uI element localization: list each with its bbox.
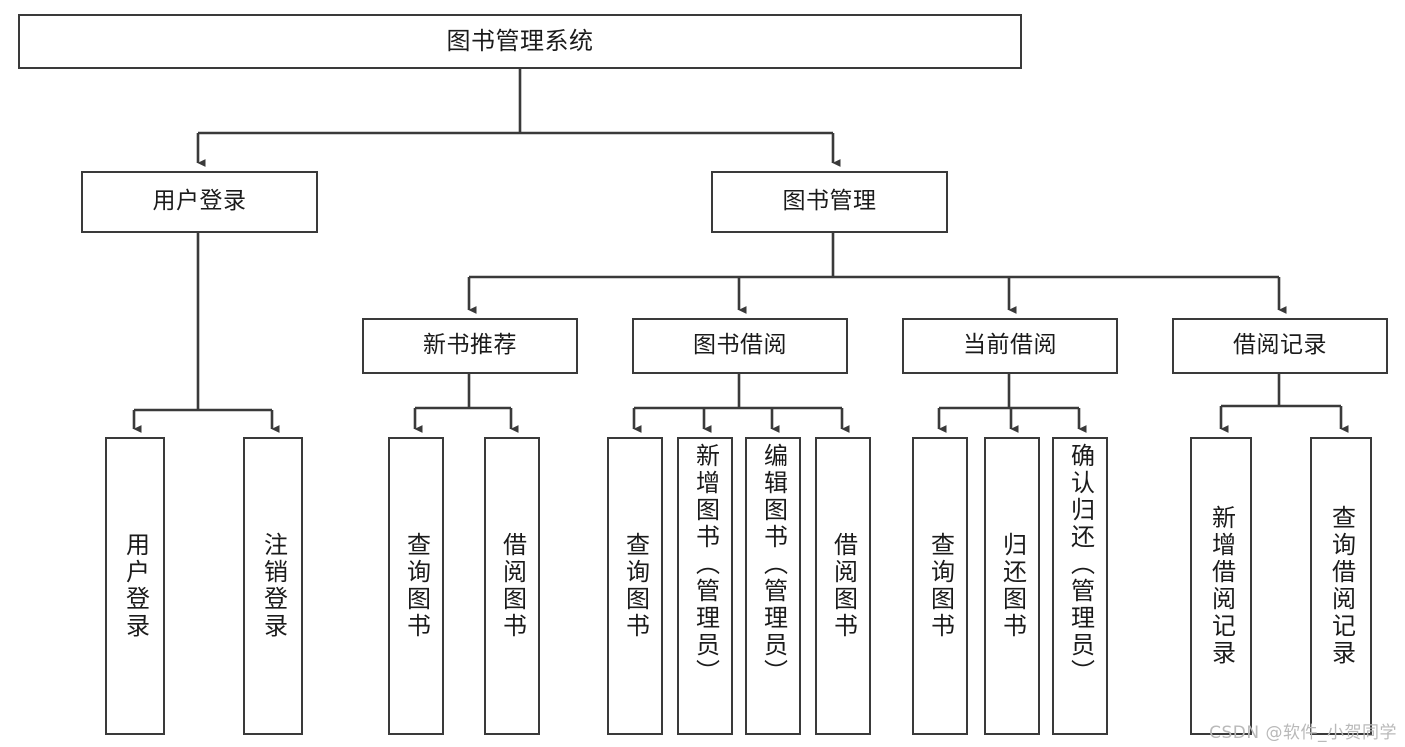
leaf-node-confirm-return-admin-label: 确认归还（管理员） [1066,443,1095,686]
node-book-borrow[interactable]: 图书借阅 [632,318,848,374]
node-user-login[interactable]: 用户登录 [81,171,318,233]
node-root-system[interactable]: 图书管理系统 [18,14,1022,69]
leaf-node-add-borrow-record[interactable]: 新增借阅记录 [1190,437,1252,735]
node-borrow-record[interactable]: 借阅记录 [1172,318,1388,374]
leaf-node-return-book-label: 归还图书 [998,532,1027,640]
leaf-node-edit-book-admin[interactable]: 编辑图书（管理员） [745,437,801,735]
leaf-node-query-borrow-record-label: 查询借阅记录 [1327,505,1356,667]
node-borrow-record-label: 借阅记录 [1233,332,1327,359]
leaf-node-query-book-current-label: 查询图书 [926,532,955,640]
leaf-node-logout[interactable]: 注销登录 [243,437,303,735]
node-book-borrow-label: 图书借阅 [693,332,787,359]
leaf-node-add-book-admin-label: 新增图书（管理员） [691,443,720,686]
leaf-node-edit-book-admin-label: 编辑图书（管理员） [759,443,788,686]
leaf-node-borrow-book-label: 借阅图书 [829,532,858,640]
leaf-node-add-book-admin[interactable]: 新增图书（管理员） [677,437,733,735]
leaf-node-borrow-book-recommend[interactable]: 借阅图书 [484,437,540,735]
node-current-borrow[interactable]: 当前借阅 [902,318,1118,374]
leaf-node-return-book[interactable]: 归还图书 [984,437,1040,735]
leaf-node-borrow-book[interactable]: 借阅图书 [815,437,871,735]
node-root-system-label: 图书管理系统 [446,27,594,56]
leaf-node-confirm-return-admin[interactable]: 确认归还（管理员） [1052,437,1108,735]
node-user-login-label: 用户登录 [152,188,247,215]
leaf-node-borrow-book-recommend-label: 借阅图书 [498,532,527,640]
leaf-node-user-login-label: 用户登录 [121,532,150,640]
node-book-manage-label: 图书管理 [782,188,877,215]
leaf-node-query-book-borrow[interactable]: 查询图书 [607,437,663,735]
node-book-manage[interactable]: 图书管理 [711,171,948,233]
leaf-node-query-book-current[interactable]: 查询图书 [912,437,968,735]
leaf-node-logout-label: 注销登录 [259,532,288,640]
csdn-watermark: CSDN @软件_小贺同学 [1209,723,1397,743]
leaf-node-query-book-borrow-label: 查询图书 [621,532,650,640]
leaf-node-query-borrow-record[interactable]: 查询借阅记录 [1310,437,1372,735]
leaf-node-query-book-recommend-label: 查询图书 [402,532,431,640]
node-new-book-recommend[interactable]: 新书推荐 [362,318,578,374]
node-new-book-recommend-label: 新书推荐 [423,332,517,359]
node-current-borrow-label: 当前借阅 [963,332,1057,359]
leaf-node-user-login[interactable]: 用户登录 [105,437,165,735]
leaf-node-query-book-recommend[interactable]: 查询图书 [388,437,444,735]
leaf-node-add-borrow-record-label: 新增借阅记录 [1207,505,1236,667]
